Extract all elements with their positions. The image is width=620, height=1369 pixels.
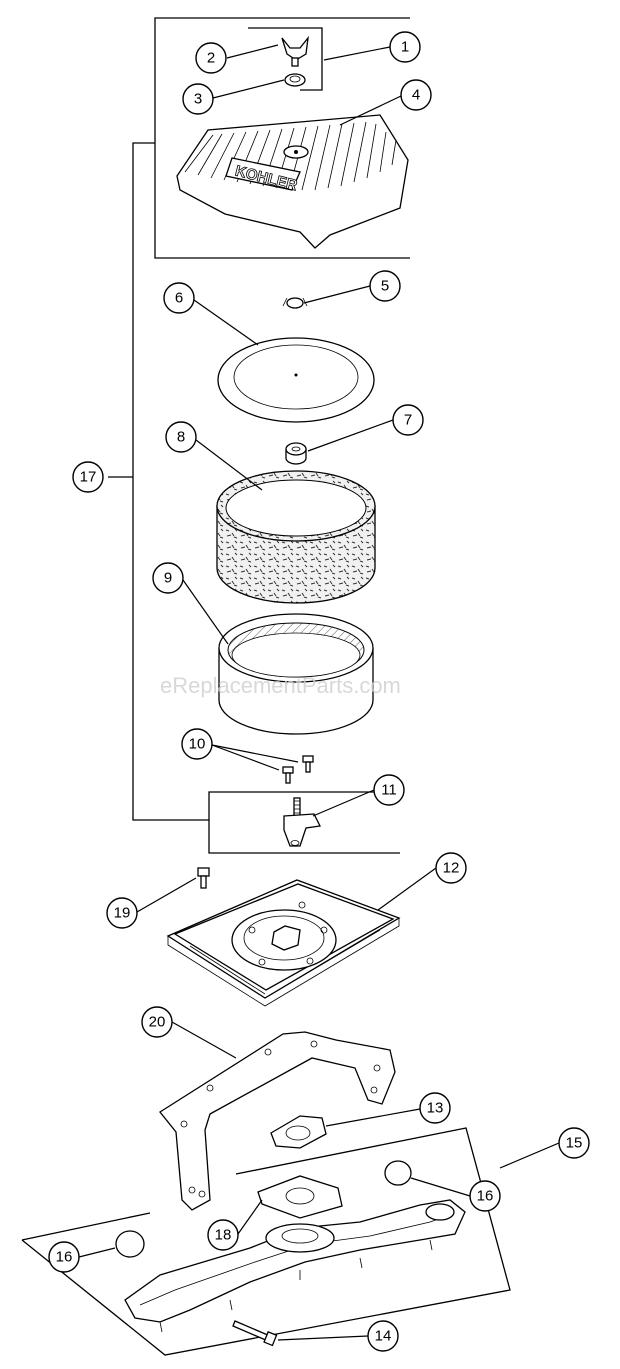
svg-text:15: 15 bbox=[566, 1135, 583, 1152]
plug-left-part bbox=[115, 1230, 145, 1258]
svg-text:18: 18 bbox=[215, 1227, 232, 1244]
filter-element-part bbox=[218, 613, 374, 735]
callout-2: 2 bbox=[195, 42, 227, 74]
gasket-small-part bbox=[270, 1115, 327, 1149]
svg-text:19: 19 bbox=[114, 905, 131, 922]
washer-part bbox=[284, 73, 306, 87]
bracket-11-frame bbox=[208, 791, 400, 854]
mounting-bracket-part bbox=[159, 1031, 396, 1211]
svg-text:16: 16 bbox=[477, 1188, 494, 1205]
callout-15: 15 bbox=[558, 1127, 590, 1159]
svg-text:3: 3 bbox=[194, 91, 202, 108]
callout-16-left: 16 bbox=[48, 1241, 80, 1273]
intake-manifold-part bbox=[124, 1199, 466, 1333]
callout-11: 11 bbox=[373, 774, 405, 806]
svg-text:11: 11 bbox=[381, 782, 397, 799]
callout-16-right: 16 bbox=[469, 1180, 501, 1212]
group-17-bracket bbox=[108, 142, 209, 821]
callout-4: 4 bbox=[400, 79, 432, 111]
bolt-part bbox=[197, 867, 210, 889]
svg-text:4: 4 bbox=[412, 87, 420, 104]
top-cover-frame bbox=[154, 17, 410, 259]
watermark-text: eReplacementParts.com bbox=[160, 673, 401, 698]
knob-subgroup-frame bbox=[248, 27, 323, 91]
callout-1: 1 bbox=[389, 31, 421, 63]
callout-7: 7 bbox=[392, 404, 424, 436]
callout-5: 5 bbox=[369, 270, 401, 302]
svg-text:2: 2 bbox=[207, 50, 215, 67]
callout-17: 17 bbox=[72, 461, 104, 493]
svg-text:10: 10 bbox=[189, 736, 206, 753]
wing-nut-part bbox=[282, 297, 308, 309]
callout-20: 20 bbox=[141, 1006, 173, 1038]
grommet-part bbox=[285, 442, 307, 465]
callout-12: 12 bbox=[435, 852, 467, 884]
callout-8: 8 bbox=[165, 421, 197, 453]
callout-18: 18 bbox=[207, 1219, 239, 1251]
callout-19: 19 bbox=[106, 897, 138, 929]
svg-text:16: 16 bbox=[56, 1249, 73, 1266]
element-cover-part bbox=[217, 337, 375, 423]
svg-text:14: 14 bbox=[375, 1328, 392, 1345]
base-assembly-frame bbox=[21, 1127, 511, 1356]
bracket-part bbox=[283, 797, 321, 847]
callout-3: 3 bbox=[182, 83, 214, 115]
svg-text:6: 6 bbox=[175, 290, 183, 307]
air-cleaner-cover-part: KOHLER bbox=[176, 114, 409, 249]
gasket-large-part bbox=[257, 1175, 343, 1219]
svg-text:8: 8 bbox=[177, 429, 185, 446]
leader-lines bbox=[78, 44, 560, 1341]
precleaner-part bbox=[216, 470, 376, 604]
wing-knob-part bbox=[281, 35, 309, 67]
svg-text:1: 1 bbox=[401, 39, 409, 56]
long-bolt-part bbox=[232, 1320, 278, 1347]
svg-text:17: 17 bbox=[80, 469, 97, 486]
callout-13: 13 bbox=[419, 1092, 451, 1124]
svg-text:13: 13 bbox=[427, 1100, 444, 1117]
plug-right-part bbox=[384, 1160, 412, 1186]
svg-text:9: 9 bbox=[164, 570, 172, 587]
callout-10: 10 bbox=[181, 728, 213, 760]
callout-6: 6 bbox=[163, 282, 195, 314]
callout-9: 9 bbox=[152, 562, 184, 594]
callout-14: 14 bbox=[367, 1320, 399, 1352]
svg-text:5: 5 bbox=[381, 278, 389, 295]
svg-text:7: 7 bbox=[404, 412, 412, 429]
svg-text:20: 20 bbox=[149, 1014, 166, 1031]
svg-text:12: 12 bbox=[443, 860, 460, 877]
screws-part bbox=[282, 755, 314, 784]
base-plate-part bbox=[166, 879, 401, 1007]
